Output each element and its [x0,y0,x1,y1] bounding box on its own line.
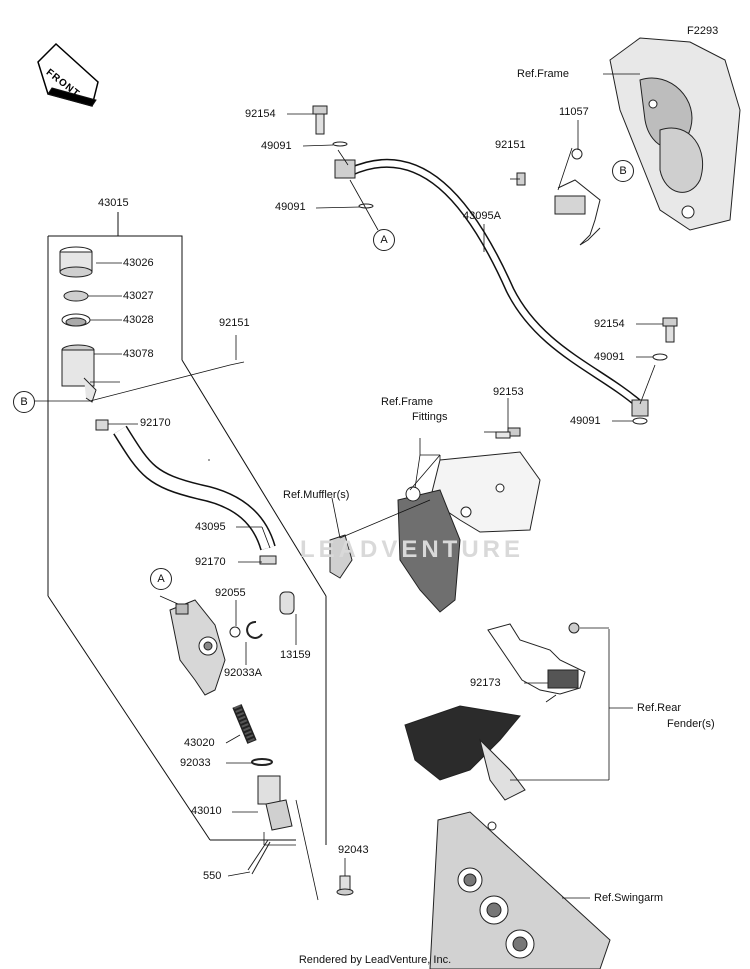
diaphragm-43028 [61,313,91,327]
label-ref-mufflers: Ref.Muffler(s) [283,489,350,501]
footer-credit: Rendered by LeadVenture, Inc. [298,954,452,966]
label-92033: 92033 [180,757,211,769]
label-ref-rear-fender-1: Ref.Rear [637,702,682,714]
bolt-92153 [495,427,521,439]
label-49091-c: 49091 [594,351,625,363]
label-92153: 92153 [493,386,524,398]
reservoir-43078 [61,344,97,403]
label-49091-a: 49091 [261,140,292,152]
label-43078: 43078 [123,348,154,360]
clevis-43010 [257,775,293,831]
hose-43095 [113,425,276,551]
rear-fender-bracket-92173 [487,623,586,695]
callout-b-left: B [13,391,35,413]
watermark: LEADVENTURE [300,536,525,563]
label-92154-top: 92154 [245,108,276,120]
label-11057: 11057 [559,106,589,118]
callout-a-top: A [373,229,395,251]
label-43028: 43028 [123,314,154,326]
label-92151-mid: 92151 [219,317,250,329]
master-cylinder [169,599,226,696]
front-arrow-icon [37,42,99,107]
label-49091-d: 49091 [570,415,601,427]
label-92173: 92173 [470,677,501,689]
circlip-92033a [246,620,263,639]
oring-92055 [229,626,241,638]
label-43095: 43095 [195,521,226,533]
rear-fender-ref-part [404,705,526,801]
frame-fittings-ref-part [397,451,541,613]
label-43027: 43027 [123,290,154,302]
label-ref-swingarm: Ref.Swingarm [594,892,664,904]
label-13159: 13159 [280,649,311,661]
label-ref-rear-fender-2: Fender(s) [667,718,715,730]
label-43010: 43010 [191,805,222,817]
circlip-92033 [251,758,273,766]
label-43020: 43020 [184,737,215,749]
label-ref-frame: Ref.Frame [517,68,569,80]
clamp-92170-upper [95,419,109,431]
label-92033a: 92033A [224,667,262,679]
rear-fender-bolt [568,622,580,634]
label-49091-b: 49091 [275,201,306,213]
clamp-92170-lower [259,555,277,565]
frame-ref-part [609,37,741,231]
label-43095a: 43095A [463,210,501,222]
reservoir-cap-43026 [59,246,93,278]
fitting-13159 [279,591,295,615]
bracket-11057-part [554,148,601,246]
banjo-bolt-92154-right [662,317,678,343]
label-43015: 43015 [98,197,129,209]
diagram-code: F2293 [687,25,719,37]
leader-lines [34,73,663,901]
label-92055: 92055 [215,587,246,599]
reservoir-group-box [47,212,327,845]
label-ref-frame-fittings-1: Ref.Frame [381,396,433,408]
plate-43027 [63,290,89,302]
banjo-bolt-92154-top [312,105,328,135]
callout-a-left: A [150,568,172,590]
pin-92043 [336,875,354,896]
hose-43095a [334,158,649,417]
label-550: 550 [203,870,222,882]
pushrod-spring-43020 [232,704,257,744]
swingarm-ref-part [429,811,611,969]
label-92151-top: 92151 [495,139,526,151]
label-92043: 92043 [338,844,369,856]
label-92170-b: 92170 [195,556,226,568]
label-92170-a: 92170 [140,417,171,429]
muffler-ref-part [329,534,353,579]
label-ref-frame-fittings-2: Fittings [412,411,448,423]
label-43026: 43026 [123,257,154,269]
label-92154-right: 92154 [594,318,625,330]
callout-b-top: B [612,160,634,182]
